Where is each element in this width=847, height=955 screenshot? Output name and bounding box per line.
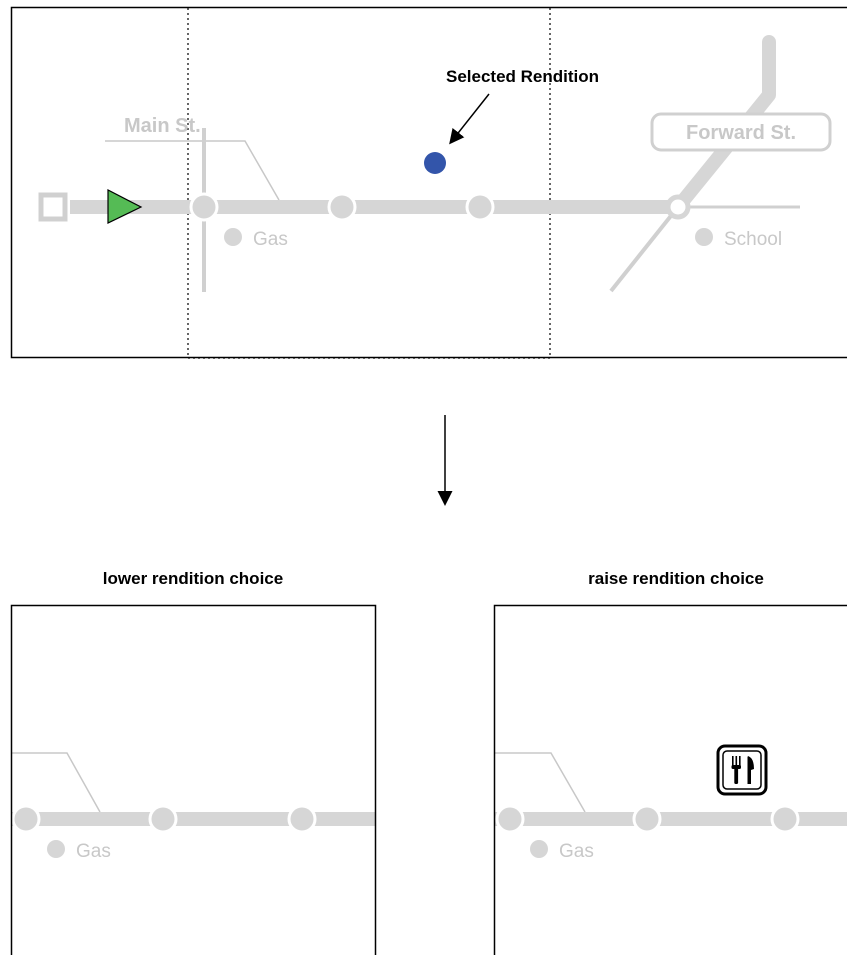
station-marker xyxy=(770,804,800,834)
top-panel-frame xyxy=(10,6,847,359)
raise-panel-title: raise rendition choice xyxy=(588,569,764,588)
gas-label: Gas xyxy=(559,841,594,862)
start-square xyxy=(38,192,68,222)
raise-panel-frame xyxy=(493,604,847,955)
station-marker xyxy=(189,192,219,222)
main-street-leader xyxy=(105,140,280,201)
selected-rendition-label: Selected Rendition xyxy=(446,67,599,86)
forward-route xyxy=(671,35,776,214)
station-marker xyxy=(327,192,357,222)
cross-road-diagonal xyxy=(609,205,680,293)
gas-dot xyxy=(530,840,548,858)
gas-dot xyxy=(47,840,65,858)
forward-street-label: Forward St. xyxy=(686,122,796,144)
junction-marker xyxy=(665,194,691,220)
station-marker xyxy=(11,804,41,834)
main-street-leader xyxy=(494,752,586,813)
forward-street-label-box xyxy=(650,112,832,152)
start-arrow-icon xyxy=(107,189,143,224)
selected-rendition-dot xyxy=(424,152,446,174)
restaurant-icon xyxy=(716,744,768,796)
lower-panel-title: lower rendition choice xyxy=(103,569,283,588)
callout-arrow xyxy=(449,93,490,145)
station-marker xyxy=(287,804,317,834)
station-marker xyxy=(495,804,525,834)
lower-panel-frame xyxy=(10,604,377,955)
main-street-label: Main St. xyxy=(124,115,201,137)
gas-label: Gas xyxy=(76,841,111,862)
main-street-leader xyxy=(11,752,101,813)
top-panel: Main St. Gas School Forward St. Selected… xyxy=(10,6,847,359)
station-marker xyxy=(632,804,662,834)
school-label: School xyxy=(724,229,782,250)
gas-label: Gas xyxy=(253,229,288,250)
station-marker xyxy=(465,192,495,222)
gas-dot xyxy=(224,228,242,246)
station-marker xyxy=(148,804,178,834)
raise-rendition-panel: raise rendition choice Gas xyxy=(493,569,847,955)
school-dot xyxy=(695,228,713,246)
lower-rendition-panel: lower rendition choice Gas xyxy=(10,569,377,955)
